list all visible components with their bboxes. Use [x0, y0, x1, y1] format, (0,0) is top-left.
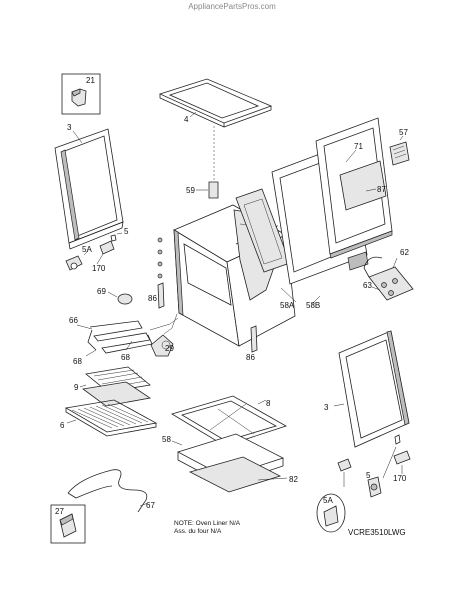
- broil-element[interactable]: 67: [67, 469, 155, 513]
- wire-harness[interactable]: 29: [150, 313, 178, 357]
- rear-cover[interactable]: 71 87: [315, 117, 393, 271]
- rating-plate[interactable]: 57: [389, 128, 410, 166]
- label-58: 58: [162, 435, 171, 444]
- label-59: 59: [186, 186, 195, 195]
- bake-element[interactable]: 66 68 68: [69, 316, 179, 366]
- watermark: AppliancePartsPros.com: [188, 2, 276, 11]
- part-21-inset[interactable]: 21: [61, 73, 101, 115]
- label-71: 71: [354, 142, 363, 151]
- label-57: 57: [399, 128, 408, 137]
- label-82: 82: [289, 475, 298, 484]
- oven-rack[interactable]: 6: [60, 399, 158, 437]
- note-line-1: NOTE: Oven Liner N/A: [174, 520, 241, 527]
- label-29: 29: [165, 344, 174, 353]
- broil-pan[interactable]: 9: [74, 366, 152, 407]
- top-panel[interactable]: 4: [158, 78, 273, 128]
- label-63: 63: [363, 281, 372, 290]
- label-5A-right: 5A: [323, 496, 333, 505]
- label-170-right: 170: [393, 474, 407, 483]
- label-27: 27: [55, 507, 64, 516]
- label-66: 66: [69, 316, 78, 325]
- label-67: 67: [146, 501, 155, 510]
- label-4: 4: [184, 115, 189, 124]
- brackets-86[interactable]: 86 86: [148, 282, 258, 362]
- label-8: 8: [266, 399, 271, 408]
- drawer-bottom[interactable]: 82: [188, 456, 298, 493]
- label-68-left: 68: [73, 357, 82, 366]
- door-hinge-right[interactable]: 5 170: [337, 434, 411, 498]
- label-86-lower: 86: [246, 353, 255, 362]
- note-text: NOTE: Oven Liner N/A Ass. du four N/A: [174, 520, 240, 536]
- note-line-2: Ass. du four N/A: [174, 528, 222, 535]
- label-3-left: 3: [67, 123, 72, 132]
- label-3-right: 3: [324, 403, 329, 412]
- terminal-block[interactable]: 62 63: [363, 248, 414, 301]
- label-5-left: 5: [124, 227, 129, 236]
- label-5-right: 5: [366, 471, 371, 480]
- model-number: VCRE3510LWG: [348, 528, 406, 537]
- label-62: 62: [400, 248, 409, 257]
- label-68-right: 68: [121, 353, 130, 362]
- label-58A: 58A: [280, 301, 295, 310]
- label-170-left: 170: [92, 264, 106, 273]
- label-6: 6: [60, 421, 65, 430]
- label-69: 69: [97, 287, 106, 296]
- oven-door-right[interactable]: 3: [324, 330, 410, 448]
- door-hinge-left[interactable]: 5 5A 170: [65, 227, 129, 273]
- oven-door-left[interactable]: 3: [54, 123, 124, 250]
- label-86-upper: 86: [148, 294, 157, 303]
- label-9: 9: [74, 383, 79, 392]
- drawer-panel[interactable]: 8: [171, 395, 287, 447]
- label-21: 21: [86, 76, 95, 85]
- label-5A-left: 5A: [82, 245, 92, 254]
- label-87: 87: [377, 185, 386, 194]
- vent-tube[interactable]: 59: [186, 126, 219, 199]
- hinge-detail-5A[interactable]: 5A: [316, 493, 346, 533]
- label-58B: 58B: [306, 301, 320, 310]
- part-27-inset[interactable]: 27: [50, 504, 86, 544]
- oven-light[interactable]: 69: [97, 287, 133, 305]
